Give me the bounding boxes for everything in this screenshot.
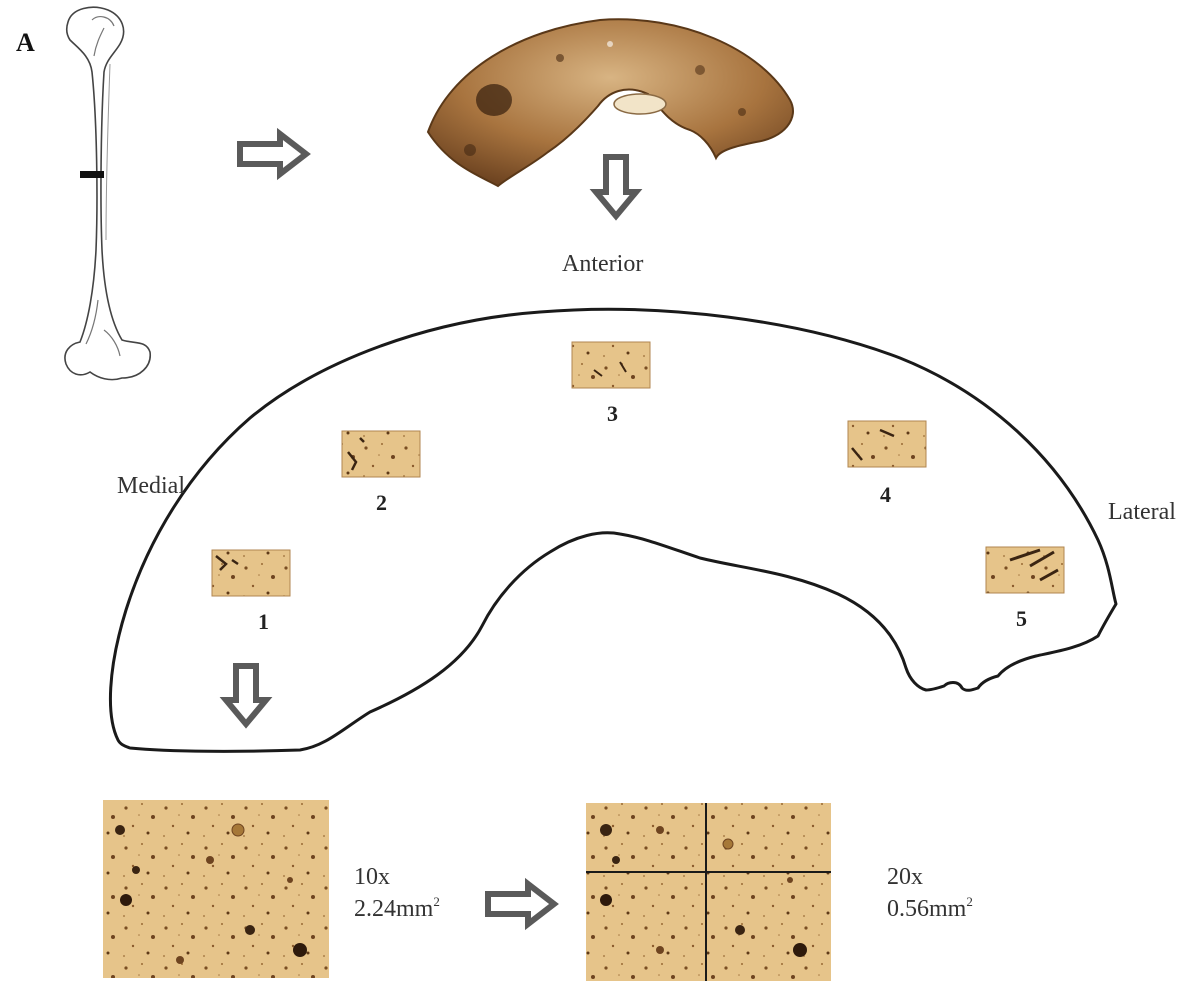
sample-region-3 <box>572 342 650 388</box>
magnification-20x-label: 20x 0.56mm2 <box>887 861 973 926</box>
panel-label: A <box>16 30 35 56</box>
medial-label: Medial <box>117 474 185 498</box>
magnification-10x-label: 10x 2.24mm2 <box>354 861 440 926</box>
femur-illustration <box>65 7 150 379</box>
cut-line-marker <box>80 171 104 178</box>
lateral-label: Lateral <box>1108 500 1176 524</box>
field-area: 2.24mm2 <box>354 893 440 925</box>
arrow-right-icon <box>488 884 554 924</box>
field-area: 0.56mm2 <box>887 893 973 925</box>
anterior-label: Anterior <box>562 252 643 276</box>
region-number-2: 2 <box>376 492 387 514</box>
sample-region-5 <box>986 547 1064 593</box>
region-number-5: 5 <box>1016 608 1027 630</box>
sample-region-2 <box>342 431 420 477</box>
magnification-power: 20x <box>887 861 973 893</box>
sample-region-4 <box>848 421 926 467</box>
micrograph-10x <box>103 800 329 978</box>
region-number-1: 1 <box>258 611 269 633</box>
arrow-right-icon <box>240 134 306 174</box>
arrow-down-icon <box>596 157 636 216</box>
arrow-down-icon <box>226 666 266 724</box>
region-number-4: 4 <box>880 484 891 506</box>
region-number-3: 3 <box>607 403 618 425</box>
micrograph-20x <box>586 803 831 981</box>
magnification-power: 10x <box>354 861 440 893</box>
sample-region-1 <box>212 550 290 596</box>
